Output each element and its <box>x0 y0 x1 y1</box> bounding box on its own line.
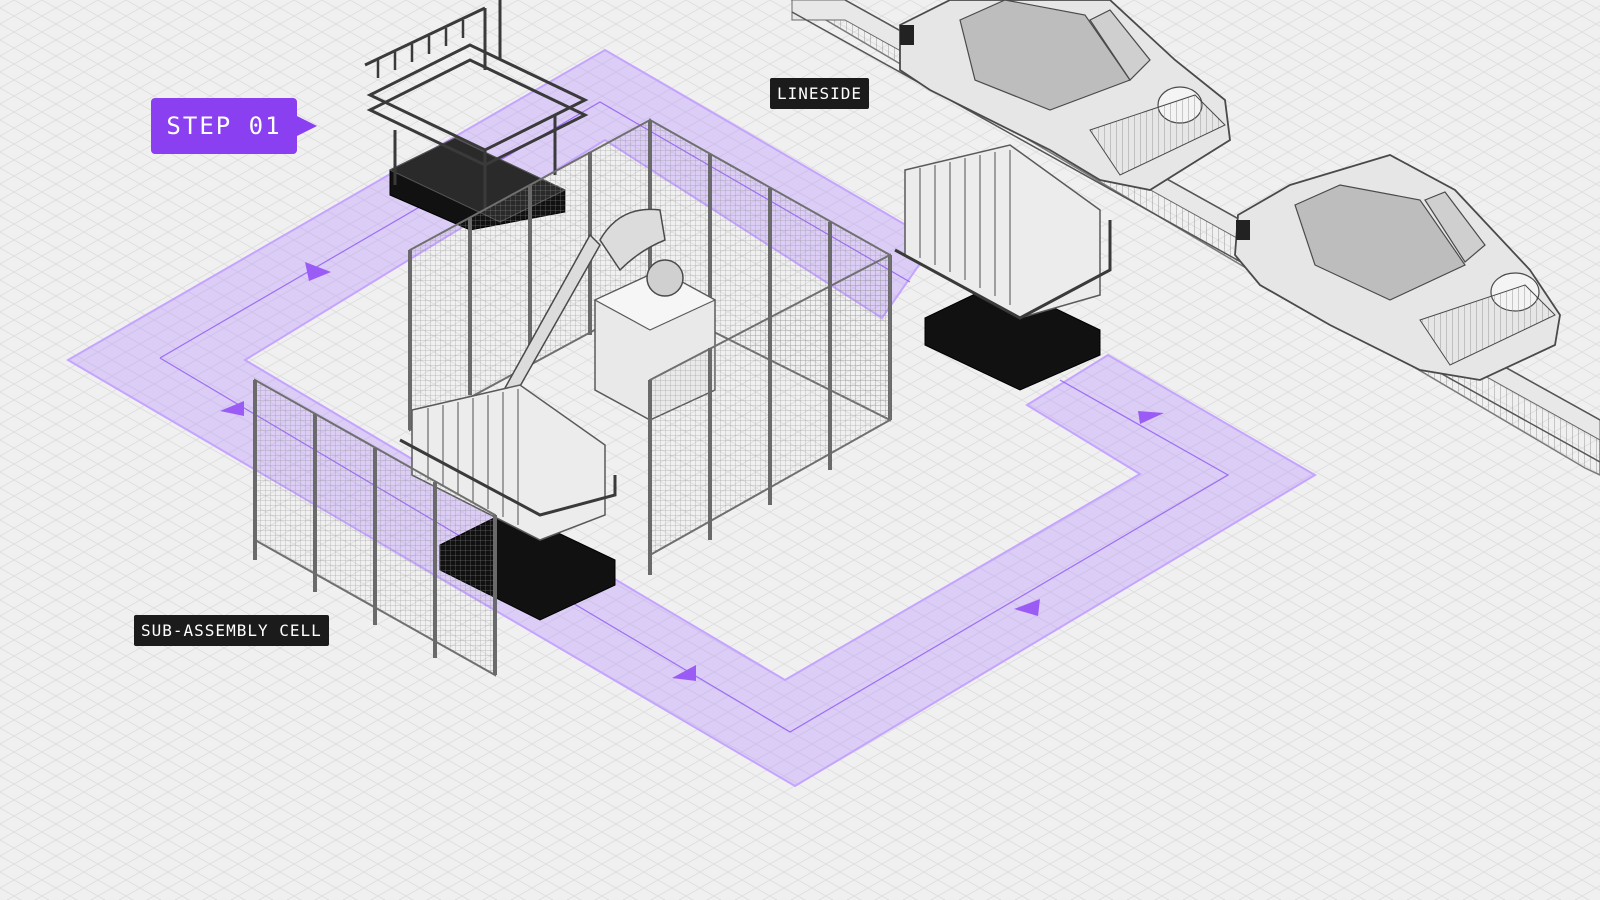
car-body-icon <box>899 0 1231 191</box>
route-arrow-icon <box>1138 411 1164 424</box>
route-arrow-icon <box>220 401 244 416</box>
route-arrow-icon <box>305 262 331 281</box>
safety-fence-front-right <box>648 253 891 575</box>
route-arrow-icon <box>672 665 696 681</box>
route-arrow-icon <box>1014 599 1040 616</box>
amr-with-loaded-rack <box>894 144 1112 391</box>
safety-fence-front-left <box>253 378 497 677</box>
step-badge: STEP 01 <box>151 98 317 154</box>
car-body-icon <box>1234 154 1561 381</box>
sub-assembly-cell-label: SUB-ASSEMBLY CELL <box>134 615 329 646</box>
lineside-label: LINESIDE <box>770 78 870 109</box>
